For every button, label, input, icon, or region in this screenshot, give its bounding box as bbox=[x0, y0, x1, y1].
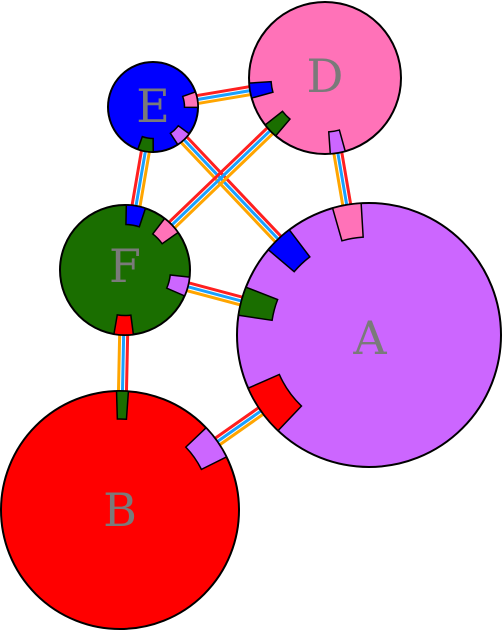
labels-layer: A B D E F bbox=[103, 49, 387, 537]
port-B-to-F bbox=[115, 390, 130, 421]
port-A-to-F bbox=[237, 286, 279, 322]
port-B-to-A bbox=[184, 426, 228, 471]
port-D-to-E bbox=[248, 80, 274, 99]
port-A-to-E bbox=[267, 228, 311, 273]
port-D-to-F bbox=[264, 110, 292, 137]
node-label-D: D bbox=[307, 49, 344, 103]
port-E-to-A bbox=[169, 124, 191, 146]
port-A-to-D bbox=[331, 202, 364, 242]
port-F-to-D bbox=[151, 217, 180, 245]
port-E-to-D bbox=[181, 90, 199, 109]
node-label-F: F bbox=[109, 239, 141, 293]
node-label-E: E bbox=[136, 79, 170, 133]
port-E-to-F bbox=[136, 135, 154, 153]
ports-layer bbox=[113, 80, 364, 471]
node-A bbox=[236, 202, 502, 468]
port-D-to-A bbox=[327, 129, 347, 155]
port-F-to-E bbox=[125, 204, 147, 228]
port-A-to-B bbox=[247, 373, 303, 432]
port-F-to-A bbox=[165, 274, 191, 297]
port-F-to-B bbox=[113, 313, 135, 336]
node-label-A: A bbox=[352, 311, 387, 365]
node-label-B: B bbox=[103, 483, 137, 537]
